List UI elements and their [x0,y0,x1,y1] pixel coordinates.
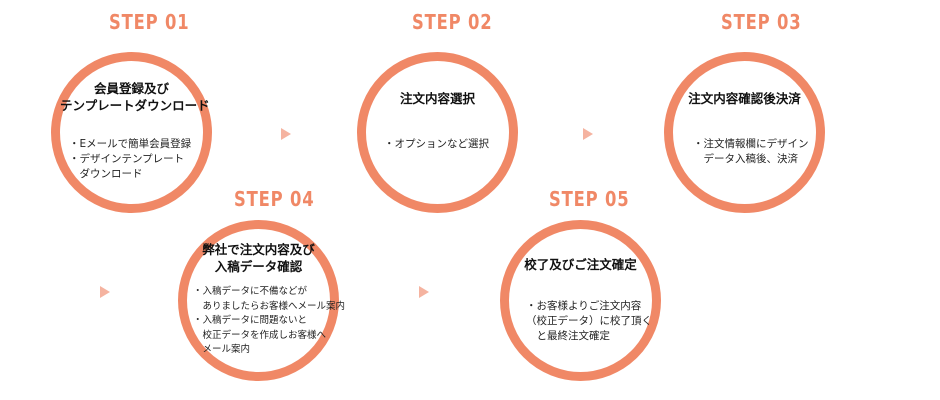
step-05-item-3: と最終注文確定 [526,330,610,342]
step-03-description: ・注文情報欄にデザイン データ入稿後、決済 [693,137,809,167]
step-04-title-line-2: 入稿データ確認 [214,259,303,274]
arrow-right-icon [583,128,593,140]
step-05-item-1: ・お客様よりご注文内容 [526,300,642,312]
step-01-title-line-1: 会員登録及び [93,81,169,96]
step-04-item-2: ありましたらお客様へメール案内 [193,300,346,312]
step-04-title-line-1: 弊社で注文内容及び [202,242,315,257]
step-05-item-2: （校正データ）に校了頂く [526,315,652,327]
step-02-description: ・オプションなど選択 [384,137,489,152]
step-03-circle: 注文内容確認後決済 ・注文情報欄にデザイン データ入稿後、決済 [664,52,825,213]
step-02-circle: 注文内容選択 ・オプションなど選択 [357,52,518,213]
step-01-item-2: ・デザインテンプレート [69,153,185,165]
step-04-item-1: ・入稿データに不備などが [193,286,308,297]
step-01-label: STEP 01 [109,10,190,34]
step-03-item-1: ・注文情報欄にデザイン [693,138,809,150]
step-01-title-line-2: テンプレートダウンロード [60,98,210,113]
step-05-label: STEP 05 [549,187,630,211]
step-01-title: 会員登録及び テンプレートダウンロード [60,80,210,114]
step-03-item-2: データ入稿後、決済 [693,153,798,165]
step-01-description: ・Eメールで簡単会員登録 ・デザインテンプレート ダウンロード [69,137,191,182]
step-02-label: STEP 02 [412,10,493,34]
step-01-circle: 会員登録及び テンプレートダウンロード ・Eメールで簡単会員登録 ・デザインテン… [51,52,212,213]
step-04-circle: 弊社で注文内容及び 入稿データ確認 ・入稿データに不備などが ありましたらお客様… [178,220,345,381]
step-01-item-1: ・Eメールで簡単会員登録 [69,138,192,150]
arrow-right-icon [100,286,110,298]
step-04-label: STEP 04 [234,187,315,211]
step-03-label: STEP 03 [721,10,802,34]
step-05-title-line-1: 校了及びご注文確定 [524,257,637,272]
step-04-item-5: メール案内 [193,344,251,355]
step-04-item-3: ・入稿データに問題ないと [193,315,308,326]
arrow-right-icon [281,128,291,140]
step-05-title: 校了及びご注文確定 [509,256,652,273]
step-05-description: ・お客様よりご注文内容 （校正データ）に校了頂く と最終注文確定 [526,299,652,344]
step-05-circle: 校了及びご注文確定 ・お客様よりご注文内容 （校正データ）に校了頂く と最終注文… [500,220,661,381]
step-04-item-4: 校正データを作成しお客様へ [193,329,327,341]
step-02-item-1: ・オプションなど選択 [384,138,489,150]
step-02-title: 注文内容選択 [366,90,509,107]
step-03-title: 注文内容確認後決済 [673,90,816,107]
step-01-item-3: ダウンロード [69,168,143,180]
step-04-title: 弊社で注文内容及び 入稿データ確認 [187,241,330,275]
step-02-title-line-1: 注文内容選択 [399,91,475,106]
arrow-right-icon [419,286,429,298]
step-03-title-line-1: 注文内容確認後決済 [688,91,801,106]
step-04-description: ・入稿データに不備などが ありましたらお客様へメール案内 ・入稿データに問題ない… [193,285,345,358]
